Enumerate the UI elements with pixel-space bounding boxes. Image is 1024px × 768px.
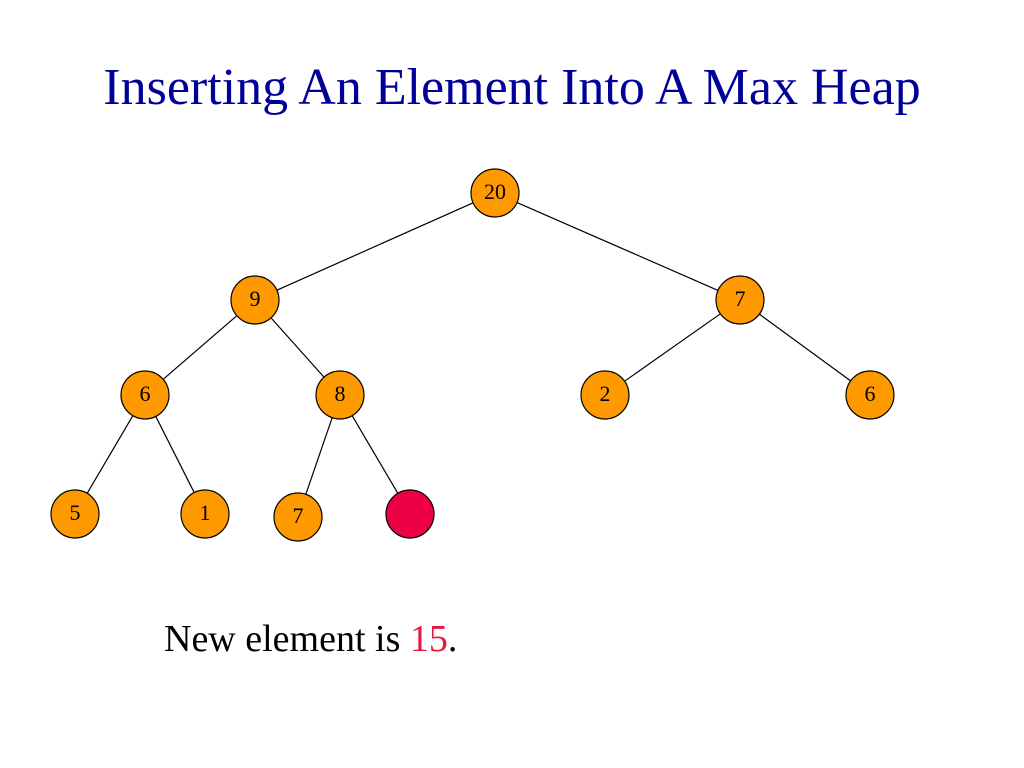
heap-node: 9 [230,275,280,325]
node-circle [470,168,520,218]
heap-node: 7 [715,275,765,325]
new-element-node [385,489,435,539]
heap-node: 5 [50,489,100,539]
tree-edge-n2-n4 [162,315,238,380]
caption-prefix: New element is [164,618,410,660]
node-value-label: 2 [600,381,611,406]
caption-suffix: . [447,618,458,660]
node-value-label: 6 [865,381,876,406]
heap-node: 1 [180,489,230,539]
node-circle [715,275,765,325]
node-circle [580,370,630,420]
node-circle [180,489,230,539]
node-circle [273,492,323,542]
heap-node: 2 [580,370,630,420]
tree-edge-n3-n6 [624,313,721,382]
heap-node: 6 [845,370,895,420]
new-node-circle [385,489,435,539]
node-value-label: 9 [250,286,261,311]
tree-edge-n3-n7 [759,313,851,382]
heap-node: 6 [120,370,170,420]
node-value-label: 1 [200,500,211,525]
heap-node: 8 [315,370,365,420]
new-element-value: 15 [409,618,448,660]
tree-nodes: 20 9 7 6 8 2 6 5 1 7 [50,168,895,542]
node-value-label: 7 [735,286,746,311]
node-value-label: 20 [484,179,506,204]
node-circle [230,275,280,325]
tree-edge-n5-n10 [305,417,333,495]
tree-edge-n4-n8 [86,415,134,494]
node-circle [120,370,170,420]
heap-node: 20 [470,168,520,218]
node-circle [845,370,895,420]
slide-title: Inserting An Element Into A Max Heap [103,59,921,116]
tree-edge-n5-n11 [351,415,399,494]
tree-edge-n1-n3 [516,202,719,291]
node-circle [315,370,365,420]
node-value-label: 7 [293,503,304,528]
node-circle [50,489,100,539]
heap-node: 7 [273,492,323,542]
node-value-label: 8 [335,381,346,406]
node-value-label: 5 [70,500,81,525]
tree-edge-n2-n5 [270,317,325,378]
node-value-label: 6 [140,381,151,406]
tree-edge-n4-n9 [155,416,195,493]
tree-edge-n1-n2 [276,202,474,291]
tree-edges [86,202,851,495]
caption: New element is 15. [164,620,457,658]
